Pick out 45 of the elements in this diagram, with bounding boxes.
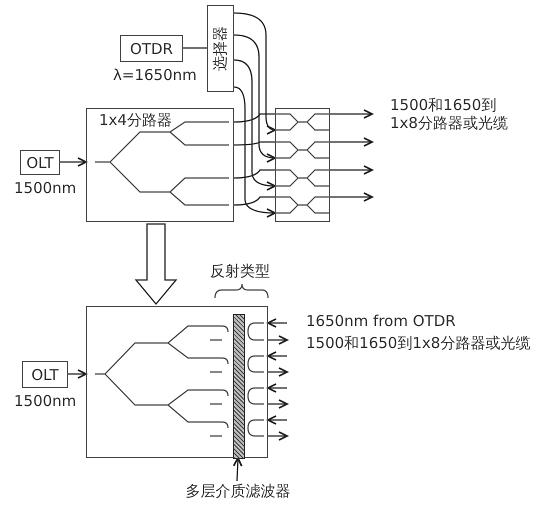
- arrow: [268, 335, 288, 345]
- block-arrow: [134, 223, 178, 306]
- olt-box: [22, 361, 68, 388]
- arrow: [330, 137, 373, 147]
- fiber-line: [183, 47, 207, 49]
- fiber-line: [234, 169, 275, 179]
- arrow: [330, 192, 373, 202]
- arrow: [268, 431, 288, 441]
- arrow: [234, 12, 276, 134]
- arrow: [330, 165, 373, 175]
- box-label: OLT: [26, 154, 54, 172]
- box-label: OLT: [31, 366, 59, 384]
- arrow: [268, 367, 288, 377]
- filter-label: 多层介质滤波器: [186, 482, 290, 500]
- signal-label: 1650nm from OTDR: [306, 312, 457, 330]
- arrow: [267, 318, 287, 328]
- splitter-box: [86, 108, 234, 222]
- arrow: [68, 369, 87, 379]
- wavelength-label: λ=1650nm: [113, 66, 197, 84]
- selector-box: [207, 5, 234, 92]
- arrow: [267, 351, 287, 361]
- box-title: 1x4分路器: [99, 111, 172, 130]
- leader-line: [232, 457, 243, 482]
- arrow: [234, 34, 276, 163]
- signal-label: 1500和1650到1x8分路器或光缆: [390, 96, 509, 132]
- arrow: [267, 383, 287, 393]
- filter-bar: [233, 314, 245, 459]
- arrow: [267, 415, 287, 425]
- fiber-line: [234, 113, 275, 123]
- group-label: 反射类型: [210, 262, 271, 280]
- box-label: OTDR: [130, 40, 173, 58]
- arrow: [234, 86, 276, 218]
- arrow: [234, 59, 276, 191]
- otdr-box: [120, 35, 183, 62]
- wavelength-label: 1500nm: [14, 179, 76, 197]
- splitter-box: [86, 306, 268, 458]
- wavelength-label: 1500nm: [14, 392, 76, 410]
- olt-box: [20, 150, 60, 175]
- arrow: [60, 157, 87, 167]
- arrow: [268, 399, 288, 409]
- box-label: 选择器: [211, 26, 230, 71]
- fiber-line: [234, 141, 275, 146]
- arrow: [330, 109, 373, 119]
- signal-label: 1500和1650到1x8分路器或光缆: [306, 334, 532, 352]
- fiber-line: [234, 196, 275, 206]
